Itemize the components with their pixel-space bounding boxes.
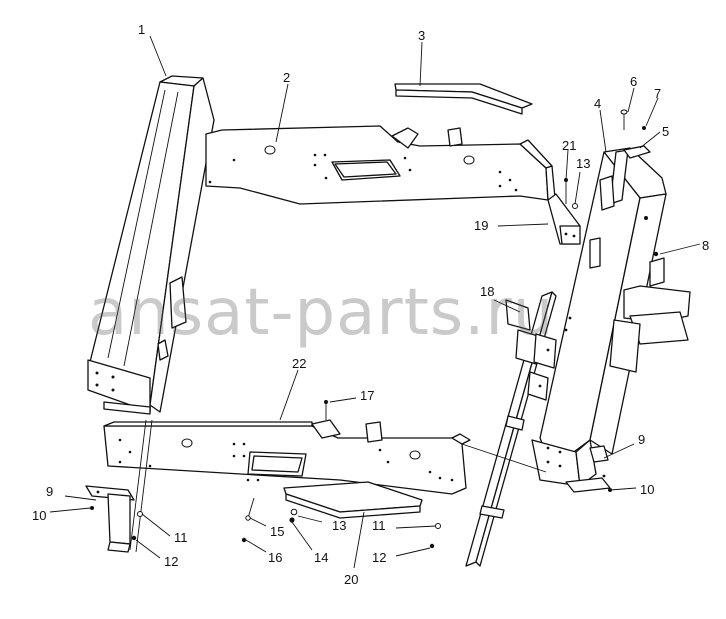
part-17-bolt xyxy=(324,400,328,420)
callout-14: 14 xyxy=(314,550,328,565)
left-bottom-bracket xyxy=(85,419,153,553)
callout-10-right: 10 xyxy=(640,482,654,497)
part-11-washer-left xyxy=(137,511,143,517)
callout-4: 4 xyxy=(594,96,601,111)
part-9-bracket-left xyxy=(96,490,100,494)
callout-9-left: 9 xyxy=(46,484,53,499)
part-8-bolt xyxy=(653,251,659,257)
part-15-bolt xyxy=(245,497,255,521)
part-14-nut xyxy=(289,517,295,523)
watermark: ansat-parts.ru xyxy=(88,276,554,350)
part-6-bolt xyxy=(620,109,628,130)
callout-13-bottom: 13 xyxy=(332,518,346,533)
part-5-bracket xyxy=(623,145,651,159)
callout-6: 6 xyxy=(630,74,637,89)
callout-22: 22 xyxy=(292,356,306,371)
part-11-washer-mid xyxy=(435,523,441,529)
part-3-top-plate xyxy=(394,83,533,115)
callout-11-mid: 11 xyxy=(372,518,386,533)
part-22-front-crossmember xyxy=(103,419,547,495)
callout-19: 19 xyxy=(474,218,488,233)
callout-11-left: 11 xyxy=(174,530,188,545)
callout-17: 17 xyxy=(360,388,374,403)
part-20-lower-plate xyxy=(283,481,423,519)
part-10-bolt-left xyxy=(90,506,94,510)
callout-9-right: 9 xyxy=(638,432,645,447)
callout-5: 5 xyxy=(662,124,669,139)
part-4-right-front-rail xyxy=(531,147,691,493)
callout-10-left: 10 xyxy=(32,508,46,523)
part-12-nut-mid xyxy=(429,543,435,549)
callout-18: 18 xyxy=(480,284,494,299)
callout-2: 2 xyxy=(283,70,290,85)
part-13-washer-top xyxy=(572,203,578,209)
callout-16: 16 xyxy=(268,550,282,565)
part-16-nut xyxy=(241,537,247,543)
callout-15: 15 xyxy=(270,524,284,539)
callout-20: 20 xyxy=(344,572,358,587)
part-9-bracket-right xyxy=(602,474,606,478)
callout-13-top: 13 xyxy=(576,156,590,171)
part-21-bolt xyxy=(564,178,568,204)
part-12-nut-left xyxy=(131,535,137,541)
part-13-washer-bottom xyxy=(290,508,298,516)
part-1-left-crossbeam xyxy=(87,75,215,415)
leader-lines xyxy=(49,35,701,569)
callout-7: 7 xyxy=(654,86,661,101)
callout-21: 21 xyxy=(562,138,576,153)
part-7-nut xyxy=(642,126,646,130)
callout-12-mid: 12 xyxy=(372,550,386,565)
callout-12-left: 12 xyxy=(164,554,178,569)
callout-8: 8 xyxy=(702,238,709,253)
callout-1: 1 xyxy=(138,22,145,37)
part-2-rear-side-rail xyxy=(205,125,556,205)
callout-3: 3 xyxy=(418,28,425,43)
part-18-side-rail xyxy=(465,291,572,567)
part-19-mount-bracket xyxy=(547,193,581,245)
callout-numbers: 1 2 3 4 5 6 7 8 9 10 9 10 11 12 21 13 19… xyxy=(32,22,709,587)
